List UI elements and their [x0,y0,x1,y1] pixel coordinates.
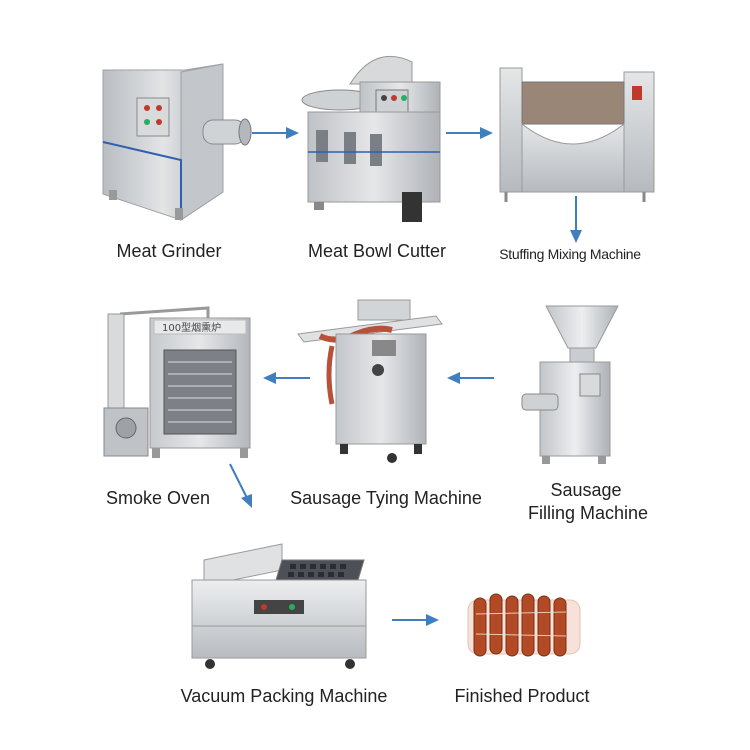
meat-grinder-icon [102,63,252,221]
step-label-bowl-cutter: Meat Bowl Cutter [307,241,447,261]
filling-machine-icon [521,305,619,464]
arrow-right-icon [392,614,439,626]
bowl-cutter-icon [301,55,441,222]
vacuum-packer-icon [191,543,367,669]
step-label-filler-line2: Filling Machine [527,503,649,523]
arrow-left-icon [447,372,494,384]
step-label-mixer: Stuffing Mixing Machine [499,246,641,262]
step-label-filler-line1: Sausage [550,480,622,500]
step-label-oven: Smoke Oven [105,488,211,508]
arrow-right-icon [446,127,493,139]
oven-panel-text: 100型烟熏炉 [162,321,221,334]
mixing-machine-icon [499,67,655,202]
arrow-left-icon [263,372,310,384]
smoke-oven-icon: 100型烟熏炉 [103,306,251,458]
sausage-product-icon [467,593,581,657]
arrow-down-icon [570,196,582,243]
tying-machine-icon [297,299,443,463]
step-label-grinder: Meat Grinder [116,241,222,261]
step-label-product: Finished Product [454,686,590,706]
step-label-vacuum: Vacuum Packing Machine [180,686,388,706]
step-label-tying: Sausage Tying Machine [290,488,482,508]
arrow-right-icon [252,127,299,139]
arrow-diagonal-icon [229,463,252,508]
